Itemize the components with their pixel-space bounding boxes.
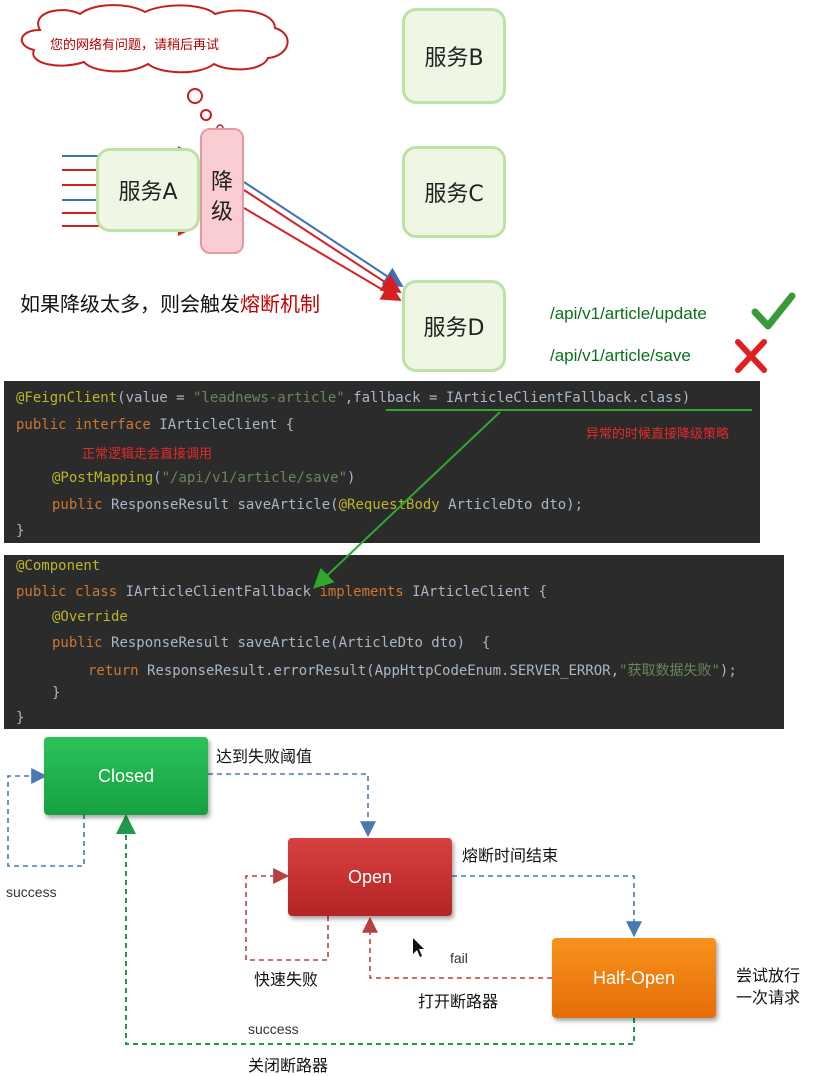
annotation-feignclient: @FeignClient — [16, 390, 118, 406]
label-open-breaker: 打开断路器 — [418, 992, 499, 1011]
caption-highlight: 熔断机制 — [240, 292, 320, 316]
fallback-token: ,fallback = IArticleClientFallback.class… — [344, 390, 691, 406]
label-fast-fail: 快速失败 — [254, 970, 319, 989]
code-token: ResponseResult saveArticle( — [111, 497, 339, 513]
state-closed-label: Closed — [97, 765, 155, 786]
code-token: IArticleClient { — [412, 584, 548, 600]
service-d-label: 服务D — [423, 316, 485, 341]
half-open-to-open — [362, 916, 552, 979]
half-open-to-closed — [116, 814, 635, 1045]
state-half-open-label: Half-Open — [592, 967, 676, 988]
open-to-half-open — [452, 875, 642, 938]
code-line-2: public class IArticleClientFallback impl… — [16, 584, 547, 600]
label-close-breaker: 关闭断路器 — [248, 1056, 329, 1075]
fallback-class-code: @Component public class IArticleClientFa… — [4, 555, 784, 729]
annotation-postmapping: @PostMapping — [52, 470, 154, 486]
cloud-bubble-medium — [200, 109, 212, 121]
code-line-1: @FeignClient(value = "leadnews-article",… — [16, 390, 690, 406]
code-token: IArticleClient { — [159, 417, 295, 433]
cloud-shape — [21, 4, 289, 74]
label-try-release-1: 尝试放行 — [736, 966, 801, 985]
code-keyword: public interface — [16, 417, 160, 433]
code-token: ( — [153, 470, 162, 486]
cursor-icon — [413, 938, 424, 957]
forward-line — [243, 189, 402, 294]
forward-line — [243, 181, 404, 288]
cloud-bubble-large — [187, 88, 203, 104]
state-open: Open — [288, 838, 452, 916]
degrade-label-1: 降 — [210, 170, 233, 195]
code-line-6: } — [52, 685, 61, 701]
check-icon — [751, 292, 796, 330]
code-keyword: return — [88, 663, 148, 679]
forward-line — [243, 207, 402, 302]
code-token: ResponseResult saveArticle(ArticleDto dt… — [111, 635, 491, 651]
api-update-label: /api/v1/article/update — [550, 304, 707, 323]
service-a-box: 服务A — [96, 148, 200, 232]
state-open-label: Open — [347, 866, 393, 887]
code-line-3: @Override — [52, 609, 128, 625]
fallback-note: 异常的时候直接降级策略 — [586, 427, 730, 442]
code-keyword: public — [52, 497, 112, 513]
code-string: "/api/v1/article/save" — [161, 470, 348, 486]
service-d-box: 服务D — [402, 280, 506, 372]
open-fastfail-loop — [245, 868, 329, 961]
label-reach-threshold: 达到失败阈值 — [216, 747, 313, 766]
code-keyword: public class — [16, 584, 126, 600]
closed-success-loop — [7, 768, 85, 867]
service-c-label: 服务C — [424, 182, 484, 207]
label-try-release-2: 一次请求 — [736, 988, 801, 1007]
annotation-component: @Component — [16, 558, 101, 574]
service-b-box: 服务B — [402, 8, 506, 104]
normal-logic-note: 正常逻辑走会直接调用 — [82, 447, 213, 462]
state-closed: Closed — [44, 737, 208, 815]
code-line-5: return ResponseResult.errorResult(AppHtt… — [88, 660, 737, 680]
service-a-label: 服务A — [118, 180, 178, 205]
cloud-message: 您的网络有问题，请稍后再试 — [50, 38, 220, 53]
label-timeout-end: 熔断时间结束 — [462, 846, 559, 865]
cross-icon — [735, 339, 767, 373]
annotation-override: @Override — [52, 609, 128, 625]
caption-prefix: 如果降级太多，则会触发 — [20, 292, 240, 316]
code-line-7: } — [16, 710, 25, 726]
code-keyword: public — [52, 635, 112, 651]
circuit-caption: 如果降级太多，则会触发熔断机制 — [20, 288, 320, 317]
state-half-open: Half-Open — [552, 938, 716, 1018]
degrade-box: 降 级 — [200, 128, 244, 254]
closed-to-open — [208, 773, 376, 838]
code-line-4: public ResponseResult saveArticle(Articl… — [52, 635, 490, 651]
service-c-box: 服务C — [402, 146, 506, 238]
label-fail: fail — [450, 950, 468, 966]
code-token: IArticleClientFallback — [125, 584, 320, 600]
code-string: "leadnews-article" — [193, 390, 345, 406]
degrade-label-2: 级 — [210, 200, 233, 225]
code-line-2: public interface IArticleClient { — [16, 417, 294, 433]
code-line-1: @Component — [16, 558, 100, 574]
api-save-label: /api/v1/article/save — [550, 346, 691, 365]
code-keyword: implements — [319, 584, 413, 600]
code-token: ResponseResult.errorResult(AppHttpCodeEn… — [147, 663, 620, 679]
code-line-6: } — [16, 523, 25, 539]
label-half-success: success — [248, 1021, 299, 1037]
code-string: "获取数据失败" — [619, 663, 720, 679]
code-token: ); — [719, 663, 737, 679]
code-token: (value = — [117, 390, 194, 406]
label-closed-success: success — [6, 884, 57, 900]
service-b-label: 服务B — [424, 46, 484, 71]
